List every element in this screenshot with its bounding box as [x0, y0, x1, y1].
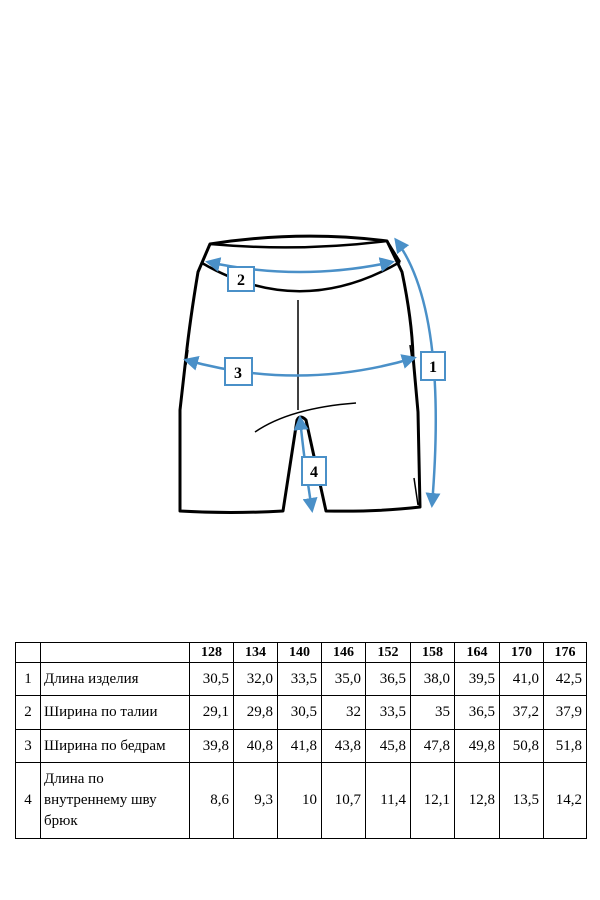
size-cell: 146 [321, 642, 366, 663]
value-cell: 35,0 [321, 662, 366, 696]
value-cell: 49,8 [454, 729, 500, 763]
label-3-text: 3 [234, 365, 242, 382]
shorts-diagram: 2 3 1 4 [178, 234, 446, 514]
value-cell: 43,8 [321, 729, 366, 763]
hip-arrow [183, 354, 417, 377]
header-blank [15, 642, 41, 663]
label-2: 2 [227, 266, 255, 292]
row-name: Длина изделия [40, 662, 190, 696]
value-cell: 10,7 [321, 762, 366, 839]
value-cell: 50,8 [499, 729, 544, 763]
row-name: Ширина по талии [40, 695, 190, 730]
value-cell: 40,8 [233, 729, 278, 763]
value-cell: 51,8 [543, 729, 587, 763]
size-cell: 158 [410, 642, 455, 663]
label-4: 4 [301, 456, 327, 486]
value-cell: 36,5 [365, 662, 411, 696]
row-number: 4 [15, 762, 41, 839]
row-name: Ширина по бедрам [40, 729, 190, 763]
size-cell: 152 [365, 642, 411, 663]
value-cell: 41,8 [277, 729, 322, 763]
row-number: 2 [15, 695, 41, 730]
label-4-text: 4 [310, 464, 318, 481]
row-name: Длина по внутреннему шву брюк [40, 762, 190, 839]
value-cell: 33,5 [365, 695, 411, 730]
label-3: 3 [224, 357, 253, 386]
table-row: 3 Ширина по бедрам 39,8 40,8 41,8 43,8 4… [15, 729, 587, 763]
size-header-row: 128 134 140 146 152 158 164 170 176 [15, 642, 587, 663]
value-cell: 29,8 [233, 695, 278, 730]
value-cell: 37,9 [543, 695, 587, 730]
value-cell: 30,5 [277, 695, 322, 730]
value-cell: 8,6 [189, 762, 234, 839]
value-cell: 45,8 [365, 729, 411, 763]
value-cell: 10 [277, 762, 322, 839]
value-cell: 29,1 [189, 695, 234, 730]
size-cell: 164 [454, 642, 500, 663]
length-arrow [394, 237, 441, 508]
table-row: 4 Длина по внутреннему шву брюк 8,6 9,3 … [15, 762, 587, 839]
value-cell: 13,5 [499, 762, 544, 839]
value-cell: 36,5 [454, 695, 500, 730]
value-cell: 37,2 [499, 695, 544, 730]
value-cell: 41,0 [499, 662, 544, 696]
value-cell: 39,5 [454, 662, 500, 696]
table-row: 1 Длина изделия 30,5 32,0 33,5 35,0 36,5… [15, 662, 587, 696]
size-cell: 134 [233, 642, 278, 663]
value-cell: 42,5 [543, 662, 587, 696]
value-cell: 47,8 [410, 729, 455, 763]
row-number: 3 [15, 729, 41, 763]
value-cell: 38,0 [410, 662, 455, 696]
label-1: 1 [420, 351, 446, 381]
value-cell: 14,2 [543, 762, 587, 839]
value-cell: 30,5 [189, 662, 234, 696]
table-row: 2 Ширина по талии 29,1 29,8 30,5 32 33,5… [15, 695, 587, 730]
size-cell: 128 [189, 642, 234, 663]
size-table: 128 134 140 146 152 158 164 170 176 1 Дл… [15, 642, 587, 839]
value-cell: 12,8 [454, 762, 500, 839]
label-2-text: 2 [237, 272, 245, 289]
label-1-text: 1 [429, 359, 437, 376]
value-cell: 11,4 [365, 762, 411, 839]
value-cell: 32,0 [233, 662, 278, 696]
value-cell: 35 [410, 695, 455, 730]
value-cell: 39,8 [189, 729, 234, 763]
value-cell: 33,5 [277, 662, 322, 696]
size-cell: 170 [499, 642, 544, 663]
header-blank [40, 642, 190, 663]
value-cell: 9,3 [233, 762, 278, 839]
size-cell: 140 [277, 642, 322, 663]
value-cell: 12,1 [410, 762, 455, 839]
size-cell: 176 [543, 642, 587, 663]
value-cell: 32 [321, 695, 366, 730]
row-number: 1 [15, 662, 41, 696]
